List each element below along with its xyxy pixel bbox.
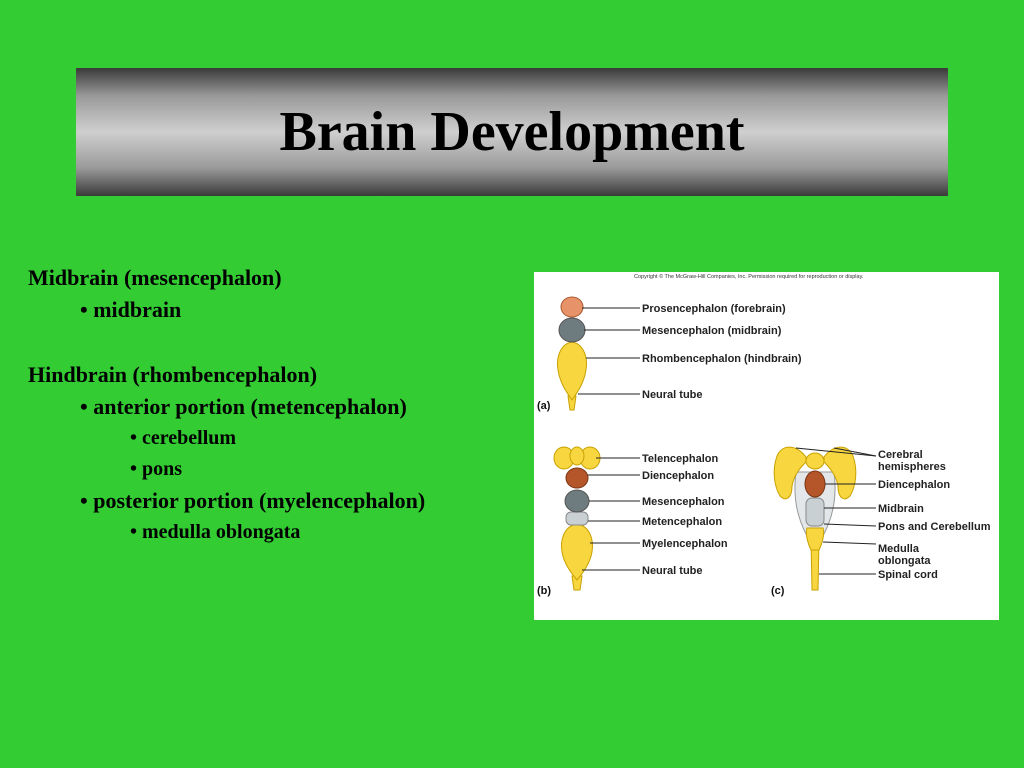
midbrain-heading: Midbrain (mesencephalon) bbox=[28, 265, 282, 290]
pons-item: • pons bbox=[130, 458, 183, 480]
panel-c-right-hemisphere bbox=[823, 446, 857, 500]
leader-line bbox=[822, 541, 877, 545]
panel-c-drawing bbox=[773, 446, 857, 591]
label-neural-tube-b: Neural tube bbox=[642, 565, 703, 577]
brain-development-figure: Copyright © The McGraw-Hill Companies, I… bbox=[534, 272, 999, 620]
medulla-item: • medulla oblongata bbox=[130, 521, 301, 543]
panel-a-tag: (a) bbox=[537, 400, 551, 412]
outline-text: Midbrain (mesencephalon) • midbrain Hind… bbox=[28, 262, 528, 548]
label-cerebral: Cerebral bbox=[878, 449, 923, 461]
panel-b-drawing bbox=[553, 446, 601, 591]
slide-title: Brain Development bbox=[279, 101, 745, 163]
panel-c-diencephalon bbox=[804, 470, 826, 498]
leader-line bbox=[795, 447, 877, 457]
panel-c-tag: (c) bbox=[771, 585, 785, 597]
panel-a-forebrain bbox=[560, 296, 584, 318]
panel-a-midbrain bbox=[558, 317, 586, 343]
label-pons-cerebellum: Pons and Cerebellum bbox=[878, 521, 991, 533]
label-rhombencephalon: Rhombencephalon (hindbrain) bbox=[642, 353, 802, 365]
label-diencephalon-c: Diencephalon bbox=[878, 479, 950, 491]
hindbrain-heading: Hindbrain (rhombencephalon) bbox=[28, 362, 318, 387]
panel-a-drawing bbox=[557, 296, 587, 411]
panel-b-diencephalon bbox=[565, 467, 589, 489]
label-myelencephalon: Myelencephalon bbox=[642, 538, 728, 550]
label-hemispheres: hemispheres bbox=[878, 461, 946, 473]
label-diencephalon: Diencephalon bbox=[642, 470, 714, 482]
leader-line bbox=[823, 523, 877, 527]
label-neural-tube: Neural tube bbox=[642, 389, 703, 401]
label-mesencephalon-b: Mesencephalon bbox=[642, 496, 725, 508]
panel-b-metencephalon bbox=[565, 511, 589, 526]
label-spinal-cord: Spinal cord bbox=[878, 569, 938, 581]
cerebellum-item: • cerebellum bbox=[130, 427, 237, 449]
midbrain-item: • midbrain bbox=[80, 297, 182, 322]
posterior-item: • posterior portion (myelencephalon) bbox=[80, 488, 426, 513]
label-midbrain: Midbrain bbox=[878, 503, 924, 515]
label-oblongata: oblongata bbox=[878, 555, 931, 567]
panel-a-hindbrain bbox=[557, 341, 587, 401]
label-metencephalon: Metencephalon bbox=[642, 516, 722, 528]
label-prosencephalon: Prosencephalon (forebrain) bbox=[642, 303, 786, 315]
anterior-item: • anterior portion (metencephalon) bbox=[80, 394, 407, 419]
panel-b-tag: (b) bbox=[537, 585, 551, 597]
label-medulla: Medulla bbox=[878, 543, 920, 555]
label-mesencephalon: Mesencephalon (midbrain) bbox=[642, 325, 782, 337]
panel-c-left-hemisphere bbox=[773, 446, 807, 500]
panel-b-telencephalon-center bbox=[569, 446, 585, 466]
leader-line bbox=[833, 447, 877, 457]
copyright-text: Copyright © The McGraw-Hill Companies, I… bbox=[634, 273, 864, 280]
panel-b-myelencephalon bbox=[561, 523, 593, 581]
panel-c-pons bbox=[805, 497, 825, 527]
panel-c-medulla bbox=[805, 527, 825, 551]
panel-c-center-lobe bbox=[805, 452, 825, 470]
title-banner: Brain Development bbox=[76, 68, 948, 196]
label-telencephalon: Telencephalon bbox=[642, 453, 718, 465]
spacer bbox=[28, 326, 528, 359]
figure-svg: Copyright © The McGraw-Hill Companies, I… bbox=[537, 273, 991, 597]
panel-b-mesencephalon bbox=[564, 489, 590, 513]
